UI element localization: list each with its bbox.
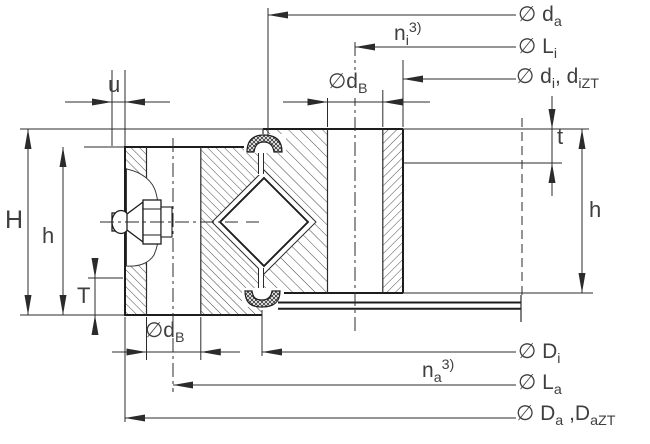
label-T: T [77, 283, 91, 308]
label-diameter-da: ∅ da [518, 3, 562, 31]
extension-lines [20, 8, 593, 422]
top-seal [244, 134, 286, 153]
label-na-hole-count: na3) [422, 357, 455, 387]
label-db-bottom: ∅dB [145, 319, 185, 347]
label-diameter-di-dizt: ∅ di, diZT [516, 65, 599, 93]
dimension-arrows [24, 11, 586, 422]
label-h-right: h [589, 197, 602, 222]
label-diameter-La: ∅ La [518, 371, 562, 399]
label-h-left: h [42, 223, 55, 248]
label-H: H [5, 206, 24, 234]
dimension-lines [27, 14, 583, 419]
label-u: u [108, 72, 121, 97]
label-db-top: ∅dB [327, 70, 369, 98]
label-diameter-Di: ∅ Di [518, 340, 561, 368]
sealing-strip [278, 295, 522, 322]
ring-gap-bottom [258, 268, 264, 292]
crossed-roller [218, 176, 310, 268]
label-diameter-li: ∅ Li [518, 35, 557, 63]
bottom-seal [242, 288, 284, 308]
label-diameter-Da-DaZT: ∅ Da ,DaZT [516, 402, 616, 430]
label-t: t [557, 124, 564, 149]
label-ni-hole-count: ni3) [394, 20, 422, 50]
centerlines [100, 42, 523, 392]
ring-gap-top [258, 150, 264, 175]
